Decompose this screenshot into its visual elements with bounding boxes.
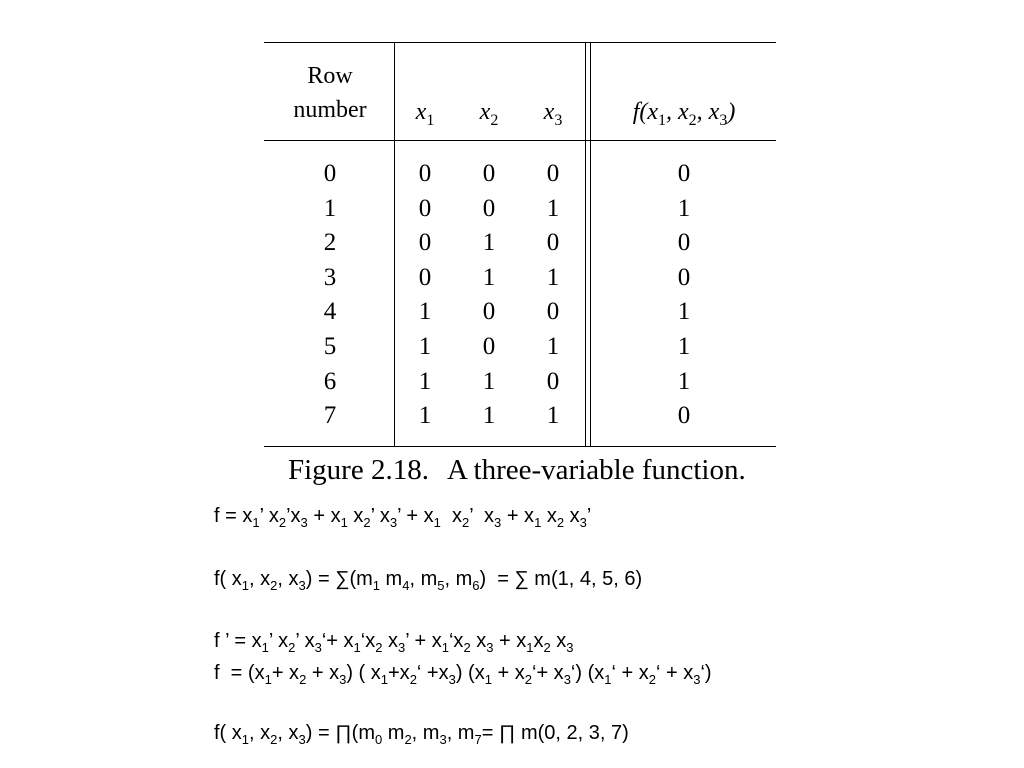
cell-row-number: 3: [323, 263, 337, 291]
row-number-divider: [394, 42, 395, 447]
cell-f: 0: [677, 160, 691, 187]
cell-row-number: 5: [323, 333, 337, 360]
header-x3: x3: [543, 99, 563, 129]
cell-x2: 1: [482, 229, 496, 257]
table-bottom-rule: [264, 446, 776, 447]
equation-complement-expression: f ’ = x1’ x2’ x3‘+ x1‘x2 x3’ + x1‘x2 x3 …: [214, 630, 574, 655]
cell-x2: 1: [482, 367, 496, 395]
cell-x3: 1: [546, 263, 560, 291]
cell-x2: 0: [482, 298, 496, 326]
cell-f: 1: [677, 367, 691, 395]
cell-x2: 1: [482, 402, 496, 430]
equation-maxterm-form: f( x1, x2, x3) = ∏(m0 m2, m3, m7= ∏ m(0,…: [214, 722, 629, 747]
cell-x1: 1: [418, 298, 432, 326]
cell-x3: 1: [546, 333, 560, 360]
header-row-number-line2: number: [293, 97, 367, 123]
cell-row-number: 0: [323, 160, 337, 187]
cell-f: 0: [677, 229, 691, 257]
header-function: f(x1, x2, x3): [632, 99, 736, 129]
cell-x1: 0: [418, 229, 432, 257]
cell-row-number: 2: [323, 229, 337, 257]
output-divider-right: [590, 42, 591, 447]
cell-x2: 0: [482, 160, 496, 187]
header-x1: x1: [415, 99, 435, 129]
output-divider-left: [585, 42, 586, 447]
cell-f: 1: [677, 194, 691, 222]
cell-x3: 1: [546, 402, 560, 430]
cell-row-number: 4: [323, 298, 337, 326]
cell-x1: 1: [418, 402, 432, 430]
figure-label: Figure 2.18.: [288, 454, 429, 486]
cell-x1: 0: [418, 194, 432, 222]
cell-row-number: 7: [323, 402, 337, 430]
cell-x3: 0: [546, 160, 560, 187]
cell-x1: 1: [418, 367, 432, 395]
cell-row-number: 1: [323, 194, 337, 222]
cell-x3: 0: [546, 367, 560, 395]
figure-caption: Figure 2.18. A three-variable function.: [288, 452, 746, 488]
cell-x3: 1: [546, 194, 560, 222]
header-x2: x2: [479, 99, 499, 129]
cell-x3: 0: [546, 229, 560, 257]
cell-x2: 1: [482, 263, 496, 291]
cell-f: 0: [677, 263, 691, 291]
cell-x3: 0: [546, 298, 560, 326]
cell-f: 0: [677, 402, 691, 430]
cell-row-number: 6: [323, 367, 337, 395]
cell-x2: 0: [482, 333, 496, 360]
truth-table: Row number x1 x2 x3 f(x1, x2, x3) 0 0 0 0 0 1…: [264, 42, 776, 447]
figure-title: A three-variable function.: [446, 454, 746, 486]
header-rule: [264, 140, 776, 141]
cell-x2: 0: [482, 194, 496, 222]
table-top-rule: [264, 42, 776, 43]
header-row-number-line1: Row: [307, 63, 353, 89]
cell-x1: 0: [418, 263, 432, 291]
equation-minterm-form: f( x1, x2, x3) = ∑(m1 m4, m5, m6) = ∑ m(…: [214, 568, 643, 593]
cell-f: 1: [677, 298, 691, 326]
equation-pos-expression: f = (x1+ x2 + x3) ( x1+x2‘ +x3) (x1 + x2…: [214, 662, 712, 687]
cell-x1: 0: [418, 160, 432, 187]
cell-f: 1: [677, 333, 691, 360]
cell-x1: 1: [418, 333, 432, 360]
equation-sop-expression: f = x1’ x2’x3 + x1 x2’ x3’ + x1 x2’ x3 +…: [214, 505, 592, 530]
